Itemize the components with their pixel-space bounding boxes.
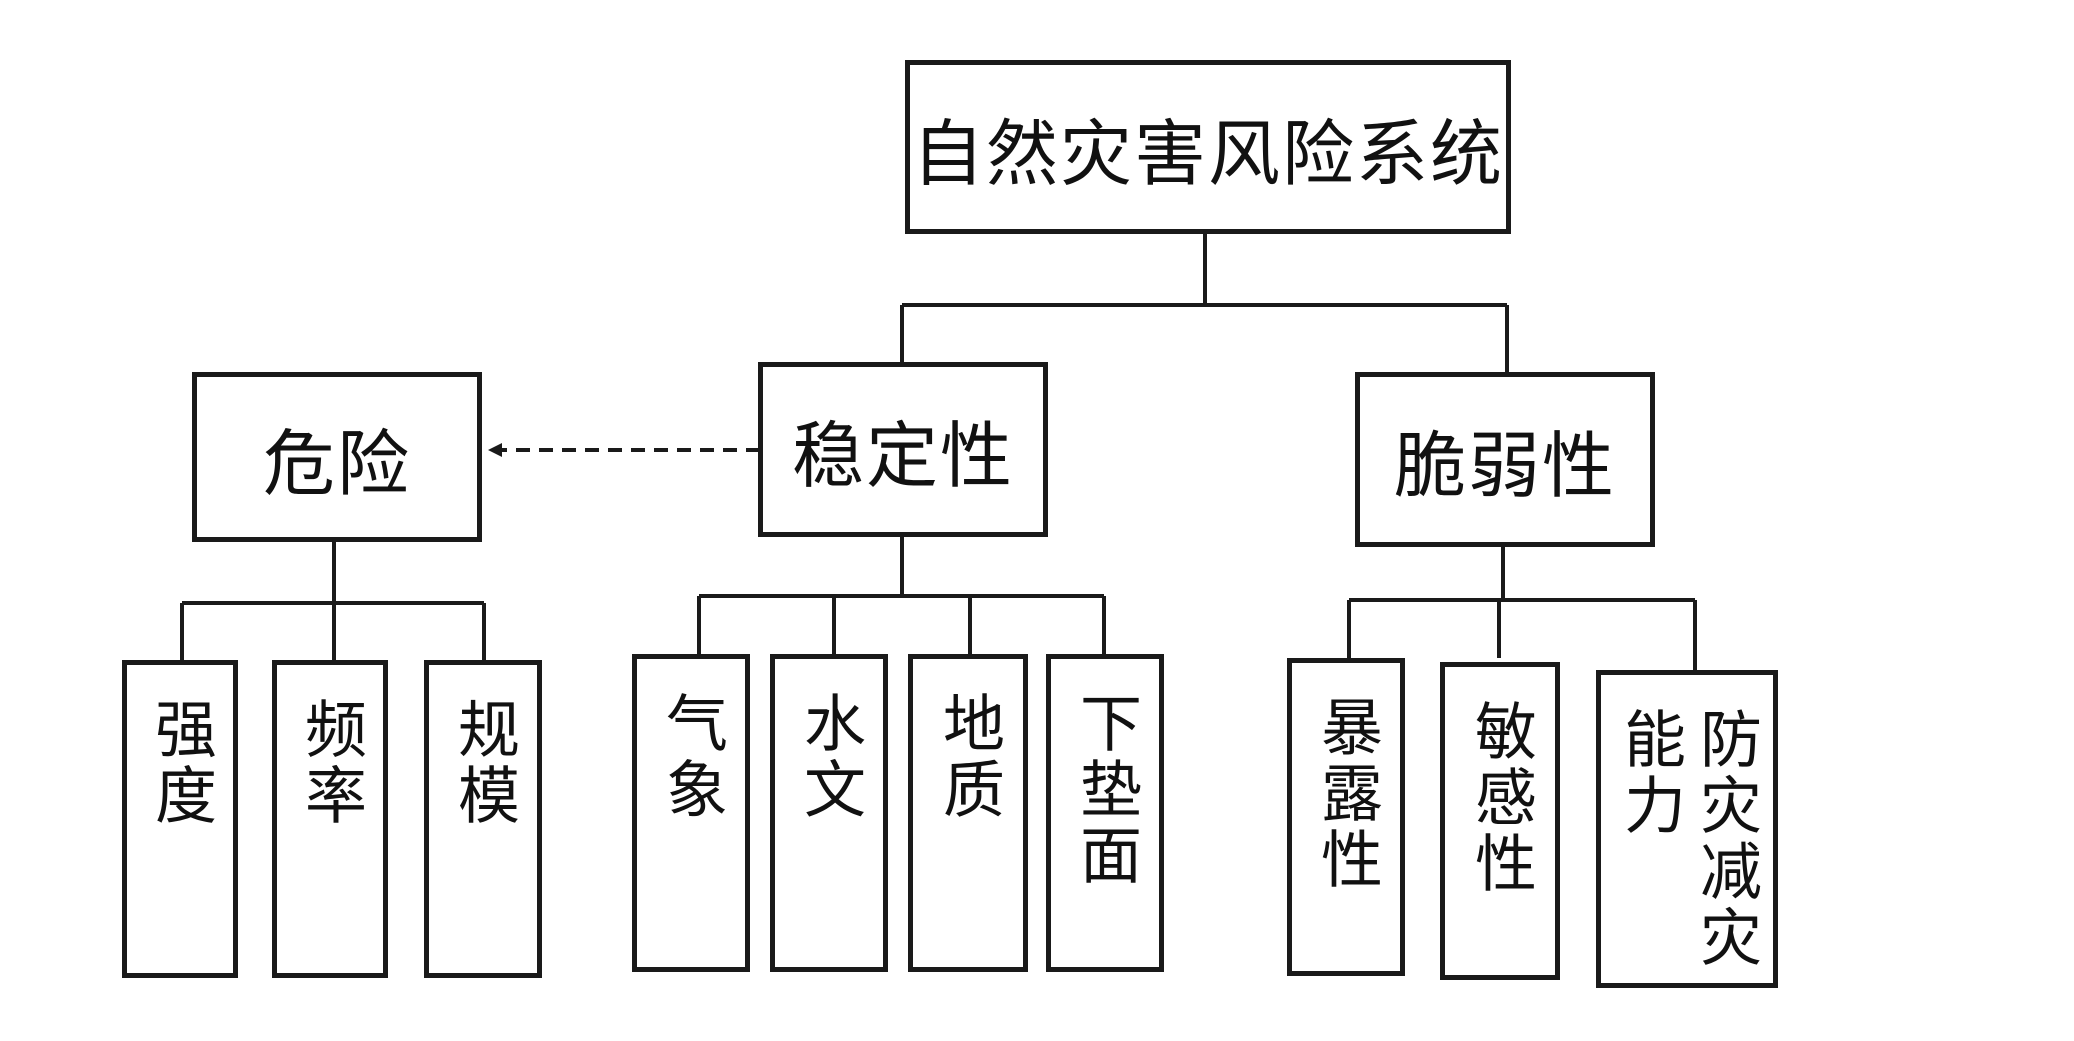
stability-child-meteorology: 气象 (632, 654, 750, 972)
child-label: 敏感性 (1464, 699, 1537, 897)
hazard-child-scale: 规模 (424, 660, 542, 978)
child-label: 频率 (294, 697, 367, 829)
hazard-child-intensity: 强度 (122, 660, 238, 978)
root-node: 自然灾害风险系统 (905, 60, 1511, 234)
hazard-node: 危险 (192, 372, 482, 542)
stability-child-geology: 地质 (908, 654, 1028, 972)
child-label: 下垫面 (1069, 691, 1142, 889)
stability-child-hydrology: 水文 (770, 654, 888, 972)
child-label: 强度 (144, 697, 217, 829)
child-label: 水文 (793, 691, 866, 823)
vulnerability-child-sensitivity: 敏感性 (1440, 662, 1560, 980)
child-label: 防灾减灾能力 (1613, 707, 1762, 971)
vulnerability-child-disaster-prevention-capacity: 防灾减灾能力 (1596, 670, 1778, 988)
vulnerability-label: 脆弱性 (1393, 424, 1616, 508)
hazard-child-frequency: 频率 (272, 660, 388, 978)
child-label: 规模 (447, 697, 520, 829)
stability-child-underlying-surface: 下垫面 (1046, 654, 1164, 972)
vulnerability-node: 脆弱性 (1355, 372, 1655, 547)
child-label: 地质 (932, 691, 1005, 823)
root-label: 自然灾害风险系统 (911, 111, 1504, 196)
hazard-label: 危险 (262, 421, 411, 506)
vulnerability-child-exposure: 暴露性 (1287, 658, 1405, 976)
stability-label: 稳定性 (791, 414, 1014, 498)
child-label: 气象 (655, 691, 728, 823)
child-label: 暴露性 (1310, 695, 1383, 893)
stability-node: 稳定性 (758, 362, 1048, 537)
